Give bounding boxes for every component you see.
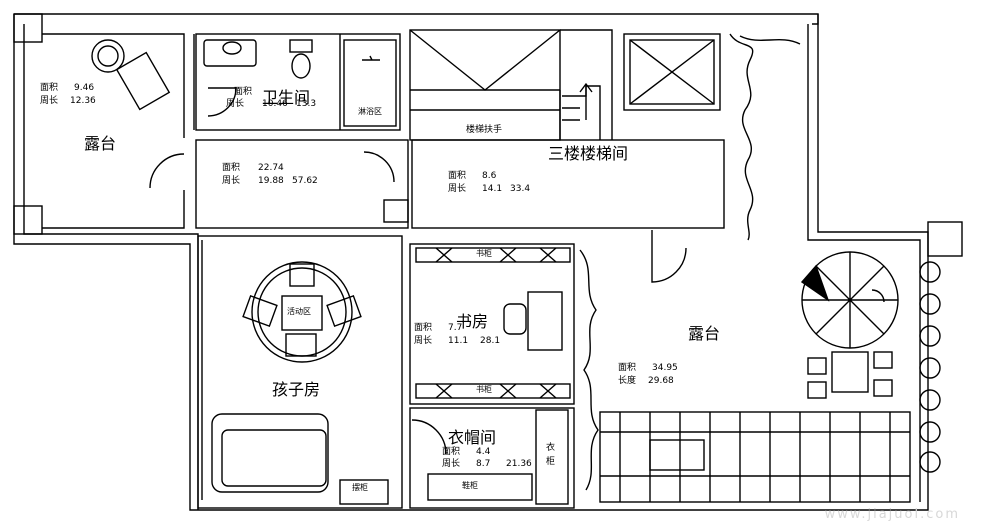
wardrobe-label-a: 衣: [546, 443, 556, 453]
handrail-label: 楼梯扶手: [466, 125, 503, 135]
perimeter-label: 周长: [414, 336, 433, 346]
bookshelf: [415, 247, 571, 263]
planter: [729, 33, 754, 241]
study-wall: [409, 243, 575, 405]
desk: [527, 291, 563, 351]
area-value: 7.7: [448, 323, 463, 333]
area-label: 面积: [448, 171, 467, 181]
perimeter-value-2: 33.4: [510, 184, 531, 194]
length-label: 长度: [618, 376, 637, 386]
bookshelf-label: 书柜: [476, 385, 492, 394]
wardrobe: [535, 409, 569, 505]
activity-area-label: 活动区: [287, 307, 311, 316]
chair: [503, 303, 527, 335]
hall-wall: [195, 139, 409, 229]
area-label: 面积: [442, 447, 461, 457]
outer-wall: [13, 14, 575, 511]
toilet: [289, 39, 313, 53]
room-name-closet: 衣帽间: [448, 428, 497, 447]
perimeter-value: 14.1: [482, 184, 503, 194]
perimeter-label: 周长: [448, 184, 467, 194]
room-name-stairwell: 三楼楼梯间: [548, 144, 629, 163]
activity-area: [281, 295, 323, 331]
length-value: 29.68: [648, 376, 674, 386]
area-label: 面积: [414, 323, 433, 333]
room-name-balcony-east: 露台: [688, 324, 721, 343]
perimeter-value: 8.7: [476, 459, 491, 469]
lounge-chair: [115, 51, 171, 111]
display-cabinet-label: 摆柜: [352, 483, 368, 492]
bookshelf-label: 书柜: [476, 249, 492, 258]
outer-wall: [14, 13, 819, 25]
area-label: 面积: [40, 83, 59, 93]
corner-column: [13, 205, 43, 235]
shoe-cabinet-label: 鞋柜: [462, 481, 478, 490]
area-value: 9.46: [74, 83, 95, 93]
perimeter-value-2: 57.62: [292, 176, 318, 186]
pergola: [599, 411, 911, 503]
watermark: www.jiajuol.com: [824, 507, 960, 522]
corner-column: [13, 13, 43, 43]
sofa: [211, 413, 329, 493]
perimeter-value: 12.36: [70, 96, 96, 106]
area-value: 4.4: [476, 447, 491, 457]
room-name-bathroom: 卫生间: [262, 88, 311, 107]
room-name-study: 书房: [456, 312, 489, 331]
wardrobe-label-b: 柜: [546, 457, 556, 467]
shower-area-label: 淋浴区: [358, 107, 382, 116]
washbasin: [203, 39, 257, 67]
area-value: 22.74: [258, 163, 284, 173]
corner-column: [927, 221, 963, 257]
perimeter-value: 19.88: [258, 176, 284, 186]
area-label: 面积: [222, 163, 241, 173]
area-label: 面积: [618, 363, 637, 373]
area-value: 34.95: [652, 363, 678, 373]
kids-room-wall: [197, 235, 403, 509]
area-value: 8.6: [482, 171, 497, 181]
perimeter-value: 11.1: [448, 336, 469, 346]
side-table: [91, 39, 125, 73]
closet-wall: [409, 407, 575, 509]
bathroom-wall: [195, 33, 401, 131]
perimeter-label: 周长: [40, 96, 59, 106]
perimeter-value-2: 21.36: [506, 459, 532, 469]
stairwell-wall: [409, 29, 561, 141]
perimeter-value: 13.3: [296, 99, 317, 109]
perimeter-label: 周长: [442, 459, 461, 469]
room-name-balcony-nw: 露台: [84, 134, 117, 153]
planter: [579, 249, 599, 491]
outer-wall: [807, 24, 921, 502]
perimeter-label: 周长: [222, 176, 241, 186]
perimeter-value-2: 28.1: [480, 336, 501, 346]
outdoor-table: [831, 351, 869, 393]
bookshelf: [415, 383, 571, 399]
activity-table-ring: [251, 261, 353, 363]
perimeter-label: 周长: [226, 99, 245, 109]
shower-tray: [343, 39, 397, 127]
area-value: 10.46: [262, 99, 288, 109]
room-name-kids: 孩子房: [272, 380, 321, 399]
elevator: [623, 33, 721, 111]
outer-wall: [575, 14, 929, 511]
shoe-cabinet: [339, 479, 389, 505]
plant-pot: [919, 261, 941, 283]
stair-wall: [411, 139, 725, 229]
area-label: 面积: [234, 87, 253, 97]
